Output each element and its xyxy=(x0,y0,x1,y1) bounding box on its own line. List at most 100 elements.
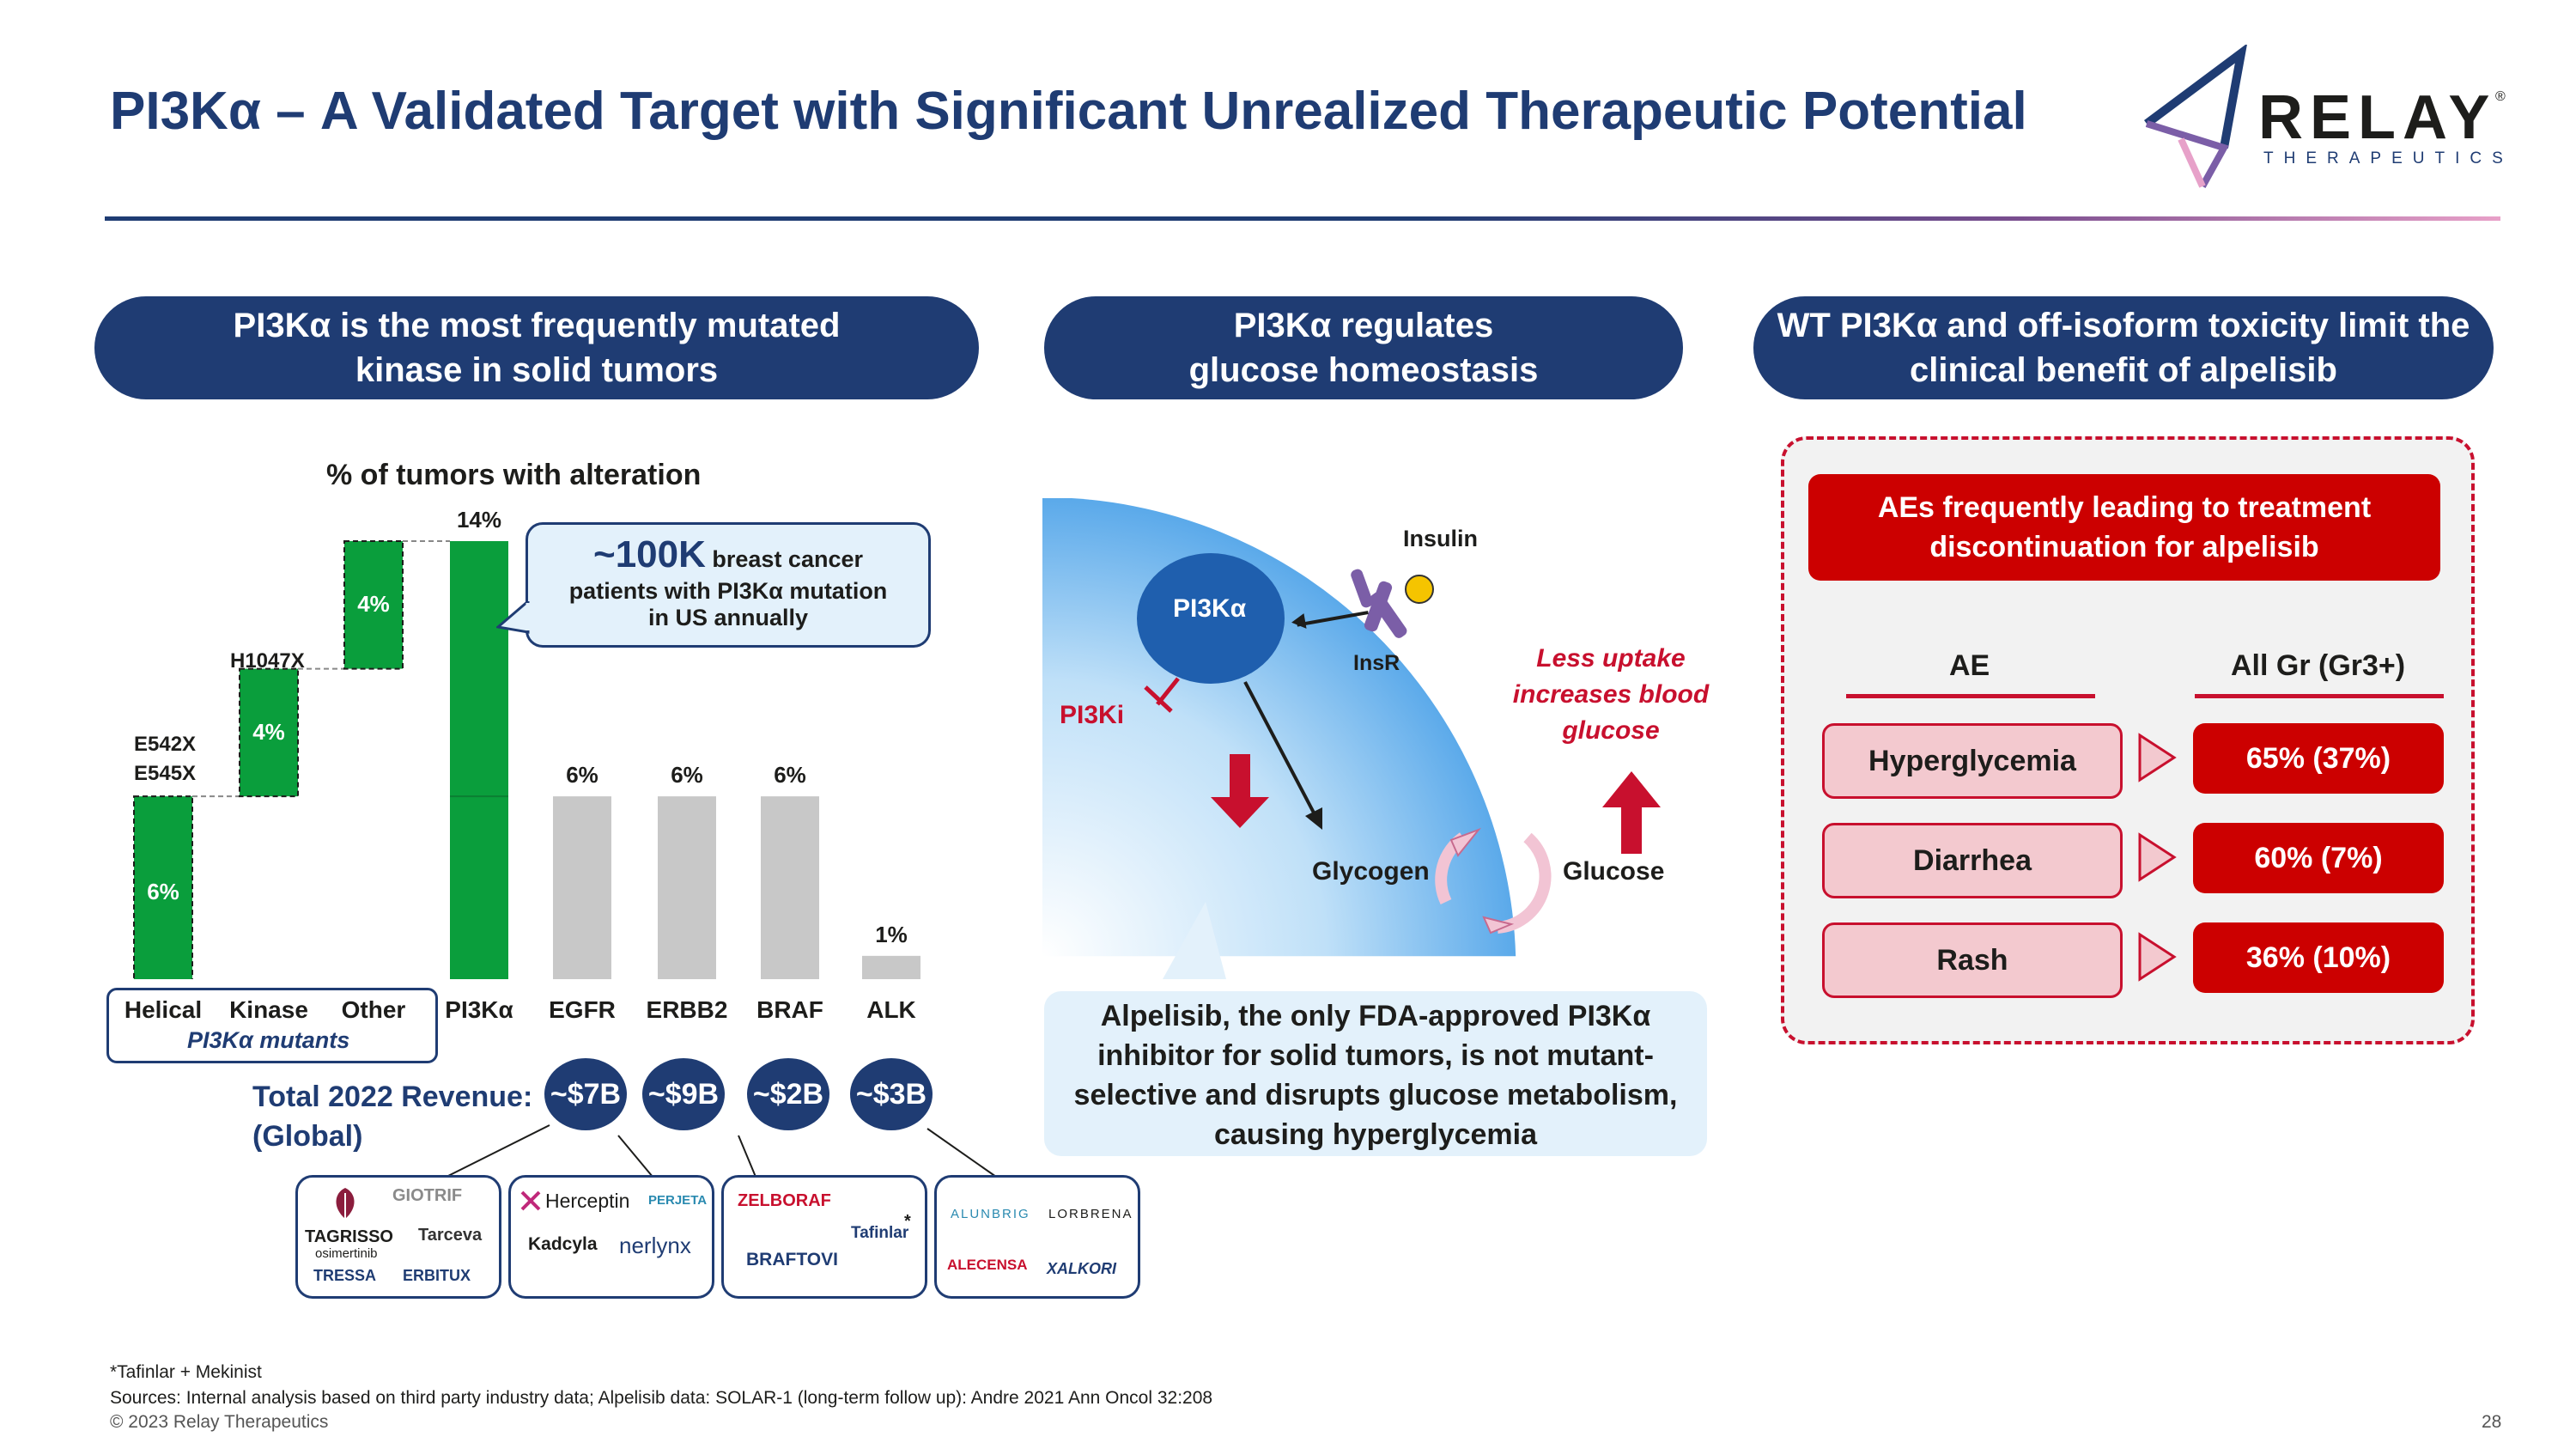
row-arrow-icon xyxy=(2138,733,2177,782)
bar-other xyxy=(343,540,404,670)
bar-alk xyxy=(862,955,920,979)
drug-lorbrena: LORBRENA xyxy=(1048,1207,1133,1221)
sources: Sources: Internal analysis based on thir… xyxy=(110,1388,1213,1408)
tumor-alteration-chart xyxy=(133,540,920,979)
down-arrow-icon xyxy=(1211,754,1269,828)
revenue-egfr: ~$7B xyxy=(544,1058,627,1130)
bar-braf xyxy=(761,796,819,979)
cycle-arrowhead-2 xyxy=(1482,916,1515,935)
callout-pointer xyxy=(496,601,531,634)
header-divider xyxy=(105,216,2500,221)
ae-value-hyperglycemia: 65% (37%) xyxy=(2193,723,2444,794)
tick-label: EGFR xyxy=(549,996,616,1023)
bar-value-label: 6% xyxy=(671,762,703,788)
breast-cancer-callout: ~100K breast cancer patients with PI3Kα … xyxy=(526,522,931,648)
ae-hyperglycemia: Hyperglycemia xyxy=(1822,723,2123,799)
relay-logo-mark: ® xyxy=(2495,89,2506,104)
tick-label: BRAF xyxy=(756,996,823,1023)
row-arrow-icon xyxy=(2138,932,2177,982)
ae-diarrhea: Diarrhea xyxy=(1822,823,2123,898)
drug-box-erbb2: Herceptin PERJETA Kadcyla nerlynx xyxy=(508,1175,714,1299)
tick-label: Kinase xyxy=(229,996,308,1023)
drug-braftovi: BRAFTOVI xyxy=(746,1250,838,1269)
alpelisib-callout: Alpelisib, the only FDA-approved PI3Kα i… xyxy=(1044,991,1707,1156)
bar-value-label: 6% xyxy=(566,762,598,788)
tick-label: Helical xyxy=(124,996,203,1023)
revenue-alk: ~$3B xyxy=(850,1058,933,1130)
drug-tarceva: Tarceva xyxy=(418,1226,483,1245)
revenue-braf: ~$2B xyxy=(747,1058,829,1130)
drug-perjeta: PERJETA xyxy=(648,1193,708,1208)
bar-value-label: 6% xyxy=(774,762,806,788)
drug-box-alk: ALUNBRIG LORBRENA ALECENSA XALKORI xyxy=(934,1175,1140,1299)
ae-value-diarrhea: 60% (7%) xyxy=(2193,823,2444,893)
page-number: 28 xyxy=(2482,1412,2502,1432)
footnote: *Tafinlar + Mekinist xyxy=(110,1362,262,1382)
bar-value-label: 14% xyxy=(456,507,502,533)
cycle-arrowhead-1 xyxy=(1449,827,1482,857)
col-header-grade: All Gr (Gr3+) xyxy=(2231,649,2406,682)
bar-value-label: 6% xyxy=(147,878,179,904)
drug-box-egfr: GIOTRIF TAGRISSO osimertinib Tarceva TRE… xyxy=(295,1175,501,1299)
drug-xalkori: XALKORI xyxy=(1047,1260,1116,1277)
relay-logo-name: RELAY xyxy=(2258,83,2497,152)
drug-nerlynx: nerlynx xyxy=(619,1233,691,1258)
herceptin-x-icon xyxy=(520,1190,541,1211)
page-title: PI3Kα – A Validated Target with Signific… xyxy=(110,82,2027,141)
drug-giotrif: GIOTRIF xyxy=(392,1186,463,1205)
bar-erbb2 xyxy=(658,796,716,979)
up-arrow-icon xyxy=(1602,771,1661,854)
bar-helical xyxy=(133,795,193,979)
drug-asterisk: * xyxy=(904,1212,911,1231)
label-insr: InsR xyxy=(1353,651,1400,675)
right-panel-pill: WT PI3Kα and off-isoform toxicity limit … xyxy=(1753,296,2494,399)
drug-osimertinib: osimertinib xyxy=(315,1246,378,1261)
relay-logo-mark-icon xyxy=(2144,45,2247,188)
label-glucose: Glucose xyxy=(1563,857,1665,886)
ae-value-rash: 36% (10%) xyxy=(2193,922,2444,993)
bar-egfr xyxy=(553,796,611,979)
revenue-label: Total 2022 Revenue: (Global) xyxy=(252,1081,533,1153)
label-pi3ki: PI3Ki xyxy=(1060,701,1125,729)
label-glycogen: Glycogen xyxy=(1312,857,1430,886)
annotation-helical-mut: E542X E545X xyxy=(134,733,197,785)
tagrisso-leaf-icon xyxy=(336,1188,355,1219)
annotation-kinase-mut: H1047X xyxy=(230,649,305,673)
insulin-receptor-icon xyxy=(1351,569,1434,638)
drug-kadcyla: Kadcyla xyxy=(528,1234,598,1254)
tick-label: ERBB2 xyxy=(646,996,728,1023)
drug-tressa: TRESSA xyxy=(313,1267,377,1284)
drug-alunbrig: ALUNBRIG xyxy=(951,1207,1030,1221)
ae-banner: AEs frequently leading to treatment disc… xyxy=(1808,474,2440,581)
drug-herceptin: Herceptin xyxy=(545,1190,630,1212)
bar-pi3k xyxy=(450,541,508,979)
tick-label: ALK xyxy=(866,996,916,1023)
mutants-bracket xyxy=(106,988,438,1063)
ae-rash: Rash xyxy=(1822,922,2123,998)
drug-zelboraf: ZELBORAF xyxy=(738,1191,831,1210)
row-arrow-icon xyxy=(2138,832,2177,882)
col-header-grade-underline xyxy=(2195,694,2444,698)
drug-alecensa: ALECENSA xyxy=(947,1257,1028,1273)
drug-tagrisso: TAGRISSO xyxy=(305,1227,393,1246)
label-pi3ka: PI3Kα xyxy=(1173,594,1247,623)
glucose-diagram xyxy=(1042,498,1661,979)
bar-value-label: 1% xyxy=(875,921,908,947)
label-less-uptake: Less uptake increases blood glucose xyxy=(1512,644,1710,745)
bar-value-label: 4% xyxy=(252,718,285,745)
tick-label: Other xyxy=(341,996,406,1023)
drug-box-braf: ZELBORAF Tafinlar * BRAFTOVI xyxy=(721,1175,927,1299)
drug-erbitux: ERBITUX xyxy=(403,1267,471,1284)
copyright: © 2023 Relay Therapeutics xyxy=(110,1412,329,1432)
relay-logo: RELAY ® THERAPEUTICS xyxy=(2129,45,2507,191)
label-insulin: Insulin xyxy=(1403,526,1478,551)
drug-tafinlar: Tafinlar xyxy=(851,1224,909,1242)
bar-value-label: 4% xyxy=(357,591,390,618)
bar-kinase xyxy=(239,667,299,798)
relay-logo-sub: THERAPEUTICS xyxy=(2263,149,2513,167)
callout-big-number: ~100K xyxy=(593,533,706,575)
revenue-connectors xyxy=(446,1124,997,1178)
pi3ka-node xyxy=(1137,553,1285,684)
